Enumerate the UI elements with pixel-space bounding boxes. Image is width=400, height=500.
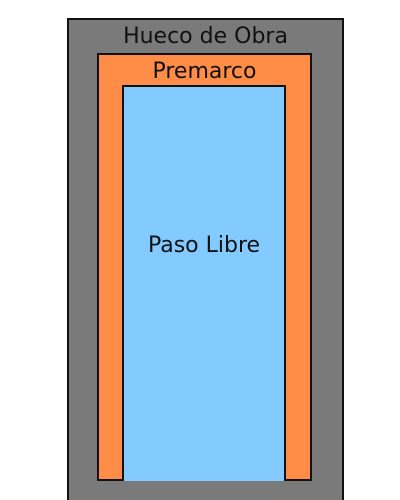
hueco-de-obra-label: Hueco de Obra	[123, 24, 288, 49]
paso-libre-label: Paso Libre	[147, 233, 261, 258]
paso-libre-area: Paso Libre	[122, 85, 286, 481]
premarco-label: Premarco	[152, 59, 257, 84]
